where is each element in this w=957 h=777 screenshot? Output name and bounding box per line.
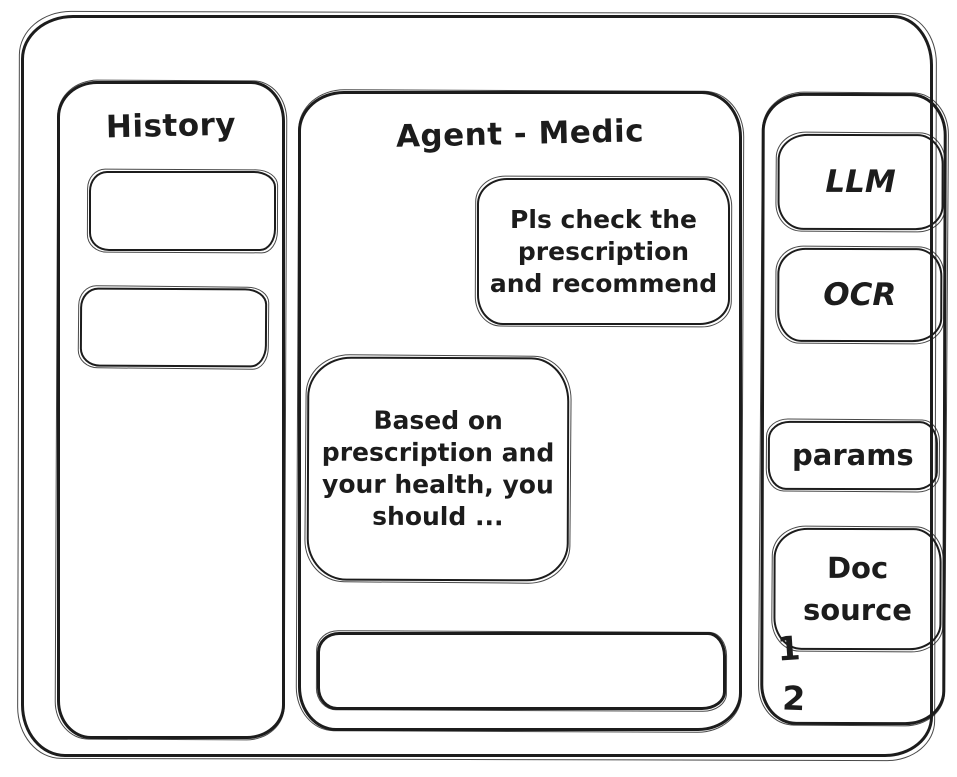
history-item[interactable] <box>89 171 276 251</box>
message-input-box[interactable] <box>317 632 726 710</box>
chat-panel: Agent - Medic Pls check the prescription… <box>298 91 742 731</box>
history-sidebar: History <box>57 81 285 739</box>
tools-sidebar: LLM OCR params Doc source 1 2 <box>760 92 947 726</box>
chat-panel-title: Agent - Medic <box>395 113 645 155</box>
history-item[interactable] <box>79 287 268 368</box>
llm-module-button[interactable]: LLM <box>777 133 944 231</box>
agent-message-bubble: Based on prescription and your health, y… <box>306 356 570 582</box>
params-module-button[interactable]: params <box>767 420 938 491</box>
history-title: History <box>105 106 237 146</box>
annotation-number-1: 1 <box>776 628 802 669</box>
ocr-module-button[interactable]: OCR <box>777 247 943 343</box>
message-input[interactable] <box>330 639 713 703</box>
annotation-number-2: 2 <box>781 678 806 719</box>
user-message-bubble: Pls check the prescription and recommend <box>477 178 730 325</box>
app-window-frame: History Agent - Medic Pls check the pres… <box>21 15 947 757</box>
